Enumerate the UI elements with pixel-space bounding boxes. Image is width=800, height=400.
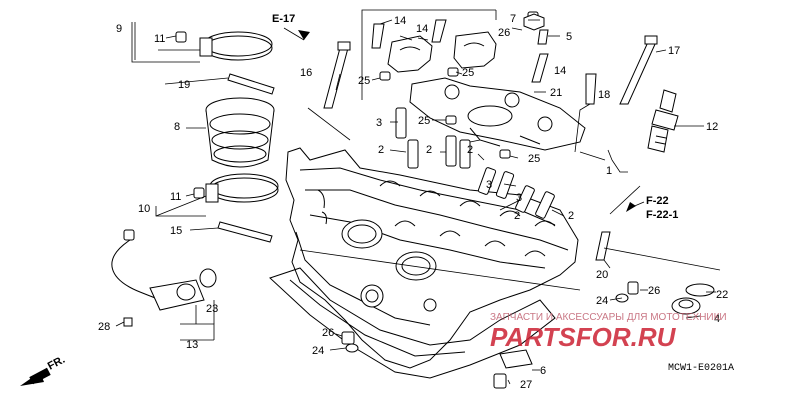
ref-f22-1: F-22-1	[646, 209, 678, 221]
cylinder-head-gasket	[269, 267, 556, 379]
watermark-brand-parts: PARTS	[490, 322, 576, 352]
watermark-brand-for: FOR	[576, 322, 631, 352]
spark-plug	[647, 89, 679, 153]
intake-insulator	[205, 97, 275, 168]
callout-25: 25	[418, 115, 430, 127]
callout-28: 28	[98, 321, 110, 333]
leader-lines	[115, 9, 721, 385]
callout-24: 24	[312, 345, 324, 357]
callout-11: 11	[170, 191, 181, 203]
callout-3: 3	[486, 179, 492, 191]
callout-8: 8	[174, 121, 180, 133]
callout-23: 23	[206, 303, 218, 315]
callout-19: 19	[178, 79, 190, 91]
nut-and-washer	[523, 13, 549, 45]
callout-17: 17	[668, 45, 680, 57]
cylinder-head	[285, 147, 579, 369]
watermark-brand-ru: .RU	[631, 322, 677, 352]
callout-15: 15	[170, 225, 182, 237]
callout-18: 18	[598, 89, 610, 101]
callout-12: 12	[706, 121, 718, 133]
callout-25: 25	[528, 153, 540, 165]
reference-arrows	[20, 27, 645, 386]
callout-2: 2	[426, 144, 432, 156]
callout-25: 25	[358, 75, 370, 87]
valve-tappets	[395, 107, 555, 219]
callout-26: 26	[648, 285, 660, 297]
callout-26: 26	[498, 27, 510, 39]
callout-10: 10	[138, 203, 150, 215]
callout-9: 9	[116, 23, 122, 35]
callout-25: 25	[462, 67, 474, 79]
callout-14: 14	[416, 23, 428, 35]
callout-3: 3	[376, 117, 382, 129]
ref-front: FR.	[46, 354, 67, 373]
callout-16: 16	[300, 67, 312, 79]
callout-24: 24	[596, 295, 608, 307]
callout-3: 3	[516, 192, 522, 204]
insulator-bands	[199, 31, 279, 203]
callout-2: 2	[568, 210, 574, 222]
long-bolts	[323, 35, 658, 109]
camshaft-holder	[409, 77, 586, 151]
callout-26: 26	[322, 327, 334, 339]
callout-1: 1	[606, 165, 612, 177]
temperature-sensor	[111, 229, 217, 327]
callout-11: 11	[154, 33, 165, 45]
callout-14: 14	[394, 15, 406, 27]
callout-2: 2	[378, 144, 384, 156]
diagram-code: MCW1-E0201A	[668, 363, 734, 374]
callout-4: 4	[714, 313, 720, 325]
small-bolts	[217, 19, 611, 261]
callout-14: 14	[554, 65, 566, 77]
band-clips	[175, 31, 205, 199]
callout-27: 27	[520, 379, 532, 391]
callout-6: 6	[540, 365, 546, 377]
callout-2: 2	[514, 210, 520, 222]
ref-f22: F-22	[646, 195, 669, 207]
misc-small-parts	[341, 281, 715, 389]
ref-e17: E-17	[272, 13, 295, 25]
callout-2: 2	[467, 144, 473, 156]
callout-7: 7	[510, 13, 516, 25]
callout-13: 13	[186, 339, 198, 351]
cam-cap-blocks	[387, 31, 497, 73]
callout-5: 5	[566, 31, 572, 43]
watermark: ЗАПЧАСТИ И АКСЕССУАРЫ ДЛЯ МОТОТЕХНИКИ PA…	[490, 312, 727, 352]
callout-20: 20	[596, 269, 608, 281]
callout-21: 21	[550, 87, 562, 99]
svg-text:PARTSFOR.RU: PARTSFOR.RU	[490, 322, 677, 352]
callout-22: 22	[716, 289, 728, 301]
watermark-tagline: ЗАПЧАСТИ И АКСЕССУАРЫ ДЛЯ МОТОТЕХНИКИ	[490, 312, 727, 323]
